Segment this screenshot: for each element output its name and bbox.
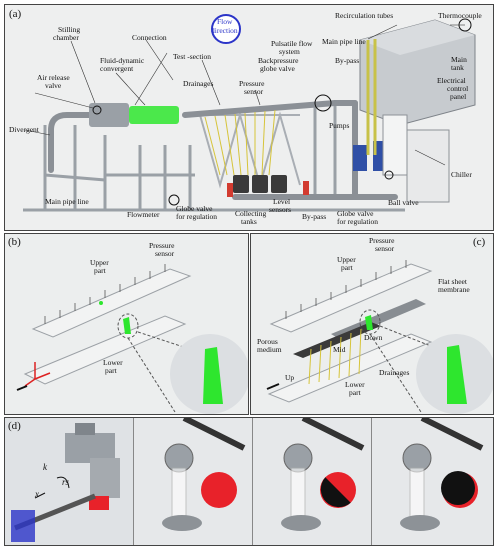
stilling-chamber-label-2: chamber xyxy=(53,33,79,42)
panel-b-zoom-inset xyxy=(170,334,248,414)
divergent-label: Divergent xyxy=(9,125,39,134)
panel-a: (a) Flow direction Recirculation tubes T… xyxy=(4,4,494,231)
panel-c-down: Down xyxy=(364,333,383,342)
electrical-label-2: control xyxy=(447,84,469,93)
main-pipe-line-top-label: Main pipe line xyxy=(322,37,366,46)
pumps-label: Pumps xyxy=(329,121,350,130)
panel-a-tag: (a) xyxy=(9,8,22,20)
panel-c-zoom-inset xyxy=(416,334,493,414)
panel-c-drawing xyxy=(266,260,493,414)
chiller-label: Chiller xyxy=(451,170,472,179)
collecting-label: Collecting xyxy=(235,209,267,218)
panel-c-porous: Porous xyxy=(257,337,278,346)
panel-b-lower-part: Lower xyxy=(103,358,123,367)
occlusion-state-1 xyxy=(133,418,252,545)
globe-valve-right-label: Globe valve xyxy=(337,209,374,218)
flow-direction-label-2: direction xyxy=(211,26,238,35)
pulsatile-label-2: system xyxy=(279,47,300,56)
occlusion-state-2 xyxy=(252,418,371,545)
panel-b-upper-part: Upper xyxy=(90,258,109,267)
porous-medium-shape xyxy=(293,322,381,358)
pulsatile-label: Pulsatile flow xyxy=(271,39,313,48)
level-sensors-label: Level xyxy=(273,197,291,206)
main-tank-label-2: tank xyxy=(451,63,464,72)
main-tank-label: Main xyxy=(451,55,467,64)
panel-c-up: Up xyxy=(285,373,295,382)
stilling-chamber-shape xyxy=(89,103,129,127)
panel-b-drawing xyxy=(16,264,248,414)
panel-d-symbol-x: x xyxy=(35,489,39,499)
panel-b: (b) Pressure sensor Upper part Lower par… xyxy=(4,233,249,415)
collecting-label-2: tanks xyxy=(241,217,257,226)
panel-d-mechanism xyxy=(11,423,120,542)
test-section-label: Test -section xyxy=(173,52,212,61)
panel-c-upper-part-2: part xyxy=(341,263,353,272)
panel-c-tag: (c) xyxy=(473,236,486,248)
flow-direction-icon xyxy=(211,14,241,44)
panel-b-upper-part-2: part xyxy=(94,266,106,275)
panel-c-mid: Mid xyxy=(333,345,346,354)
globe-valve-left-label: Globe valve xyxy=(176,204,213,213)
level-sensors-label-2: sensors xyxy=(269,205,292,214)
connection-label: Connection xyxy=(132,33,167,42)
panel-b-lower-part-2: part xyxy=(105,366,117,375)
electrical-label-3: panel xyxy=(450,92,467,101)
panel-c-pressure-sensor-2: sensor xyxy=(375,244,395,253)
occlusion-state-3 xyxy=(371,418,493,545)
bypass-top-label: By-pass xyxy=(335,56,360,65)
panel-c-flat-sheet-2: membrane xyxy=(438,285,470,294)
panel-d-symbol-k: k xyxy=(43,462,47,472)
panel-c: (c) Pressure sensor Upper part Flat shee… xyxy=(250,233,494,415)
panel-b-pressure-sensor-2: sensor xyxy=(155,249,175,258)
pressure-sensor-label-2: sensor xyxy=(244,87,264,96)
air-release-label: Air release xyxy=(37,73,70,82)
recirculation-tubes-label: Recirculation tubes xyxy=(335,11,394,20)
backpressure-label-2: globe valve xyxy=(260,64,295,73)
panel-c-flat-sheet: Flat sheet xyxy=(438,277,467,286)
flow-direction-label: Flow xyxy=(217,17,233,26)
drainages-label: Drainages xyxy=(183,79,214,88)
convergent-shape xyxy=(129,106,179,124)
panel-b-tag: (b) xyxy=(8,236,21,248)
panel-b-pressure-sensor: Pressure xyxy=(149,241,175,250)
rig-drawing xyxy=(23,14,476,212)
occlusion-full-red xyxy=(201,472,237,508)
panel-c-porous-2: medium xyxy=(257,345,282,354)
flowmeter-label: Flowmeter xyxy=(127,210,160,219)
panel-c-pressure-sensor: Pressure xyxy=(369,236,395,245)
electrical-label: Electrical xyxy=(437,76,466,85)
globe-valve-left-label-2: for regulation xyxy=(176,212,218,221)
globe-valve-right-label-2: for regulation xyxy=(337,217,379,226)
main-pipe-line-bottom-label: Main pipe line xyxy=(45,197,89,206)
fluid-dynamic-label-2: convergent xyxy=(100,64,134,73)
panel-d: (d) rs x k xyxy=(4,417,494,546)
panel-d-tag: (d) xyxy=(8,420,21,432)
panel-c-lower-part: Lower xyxy=(345,380,365,389)
panel-c-lower-part-2: part xyxy=(349,388,361,397)
stilling-chamber-label: Stilling xyxy=(58,25,81,34)
panel-c-drainages: Drainages xyxy=(379,368,410,377)
panel-c-upper-part: Upper xyxy=(337,255,356,264)
thermocouple-label: Thermocouple xyxy=(438,11,482,20)
fluid-dynamic-label: Fluid-dynamic xyxy=(100,56,145,65)
ball-valve-label: Ball valve xyxy=(388,198,419,207)
bypass-bottom-label: By-pass xyxy=(302,212,327,221)
panel-d-symbol-rs: rs xyxy=(62,477,70,487)
backpressure-label: Backpressure xyxy=(258,56,299,65)
pressure-sensor-label: Pressure xyxy=(239,79,265,88)
air-release-label-2: valve xyxy=(45,81,62,90)
